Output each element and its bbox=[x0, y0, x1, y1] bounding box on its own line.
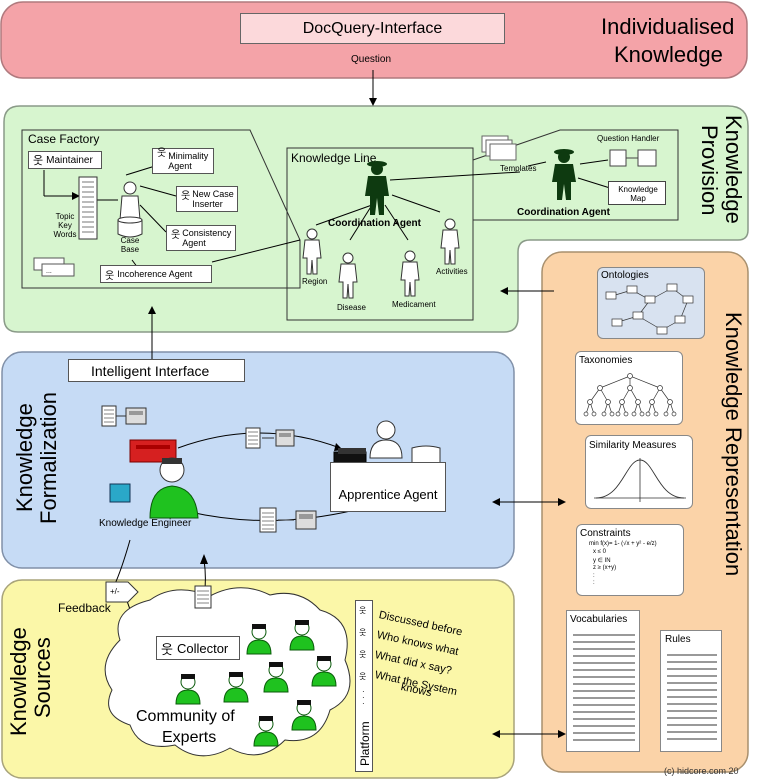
knowledge-sources-title-2: Sources bbox=[30, 637, 55, 718]
experts-group-icon bbox=[175, 620, 337, 747]
topic-list-icon bbox=[78, 176, 98, 240]
docquery-interface-box[interactable]: DocQuery-Interface bbox=[240, 13, 505, 44]
coordination-agent-2-label: Coordination Agent bbox=[517, 207, 610, 218]
ontologies-box[interactable]: Ontologies bbox=[597, 267, 705, 339]
case-base-agent-icon bbox=[117, 181, 143, 238]
constraint-line-1: min f(x)= 1- (√x + y² - e/z) bbox=[589, 541, 657, 547]
question-handler-frame bbox=[472, 129, 679, 221]
coordination-agent-icon bbox=[365, 161, 389, 215]
stick-figure-icon: 웃 bbox=[157, 148, 167, 159]
question-handler-label: Question Handler bbox=[597, 134, 660, 143]
activities-label: Activities bbox=[436, 267, 468, 276]
knowledge-line-title: Knowledge Line bbox=[291, 151, 377, 165]
consistency-agent-box[interactable]: 웃 Consistency Agent bbox=[166, 225, 236, 251]
minimality-agent-box[interactable]: 웃 Minimality Agent bbox=[152, 148, 214, 174]
copyright-label: (c) hidcore.com 20 bbox=[664, 766, 739, 776]
plus-minus-label: +/- bbox=[110, 587, 120, 596]
ellipsis-icon: ··· bbox=[362, 687, 365, 708]
apprentice-agent-box[interactable]: Apprentice Agent bbox=[330, 462, 446, 512]
document-exchange-bottom-icon bbox=[259, 507, 317, 533]
individualised-knowledge-title-1: Individualised bbox=[601, 14, 735, 39]
constraint-line-2: x ≤ 0 bbox=[593, 549, 606, 555]
constraint-line-5: : bbox=[593, 573, 595, 579]
disease-label: Disease bbox=[337, 303, 366, 312]
knowledge-line-frame bbox=[286, 147, 474, 321]
vocabularies-box[interactable]: Vocabularies bbox=[566, 610, 640, 752]
knowledge-formalization-panel bbox=[1, 351, 515, 569]
stacked-windows-icon: ... bbox=[33, 257, 75, 277]
feedback-document-icon bbox=[194, 585, 212, 609]
case-base-label: Case Base bbox=[120, 236, 140, 254]
rules-lines-icon bbox=[667, 654, 717, 740]
stick-figure-icon: 웃 bbox=[171, 230, 181, 241]
community-label-2: Experts bbox=[162, 729, 217, 746]
knowledge-engineer-icon bbox=[109, 439, 199, 519]
knowledge-formalization-title-1: Knowledge bbox=[12, 403, 37, 512]
coordination-agent-2-icon bbox=[552, 149, 576, 200]
constraint-line-3: y ∈ IN bbox=[593, 558, 611, 564]
plus-minus-tag-icon bbox=[105, 581, 139, 603]
docquery-interface-label: DocQuery-Interface bbox=[302, 19, 443, 37]
medicament-label: Medicament bbox=[392, 300, 436, 309]
ontology-graph-icon bbox=[605, 283, 694, 335]
knowledge-map-box[interactable]: Knowledge Map bbox=[608, 181, 666, 205]
new-case-inserter-box[interactable]: 웃 New Case Inserter bbox=[176, 186, 238, 212]
rules-box[interactable]: Rules bbox=[660, 630, 722, 752]
question-label: Question bbox=[351, 54, 392, 65]
knowledge-sources-title-1: Knowledge bbox=[6, 627, 31, 736]
templates-icon bbox=[481, 135, 517, 161]
stick-figure-icon: 웃 bbox=[161, 641, 173, 657]
constraints-box[interactable]: Constraints min f(x)= 1- (√x + y² - e/z)… bbox=[576, 524, 684, 596]
incoherence-agent-box[interactable]: 웃 Incoherence Agent bbox=[100, 265, 212, 283]
stick-figure-icon: 웃 bbox=[359, 672, 367, 681]
medicament-agent-icon bbox=[400, 250, 420, 297]
document-machine-icon bbox=[101, 405, 147, 427]
bell-curve-icon bbox=[594, 458, 686, 502]
similarity-measures-box[interactable]: Similarity Measures bbox=[585, 435, 693, 509]
case-factory-frame bbox=[21, 129, 301, 289]
feedback-label: Feedback bbox=[58, 601, 111, 615]
topic-key-words-label: Topic Key Words bbox=[53, 212, 77, 239]
question-handler-icon bbox=[609, 149, 657, 167]
community-label-1: Community of bbox=[136, 708, 235, 725]
vocabulary-lines-icon bbox=[573, 634, 635, 741]
svg-text:...: ... bbox=[46, 268, 52, 275]
knowledge-engineer-label: Knowledge Engineer bbox=[99, 518, 192, 529]
stick-figure-icon: 웃 bbox=[359, 606, 367, 615]
stick-figure-icon: 웃 bbox=[105, 270, 115, 282]
knowledge-representation-title: Knowledge Representation bbox=[721, 312, 746, 577]
taxonomy-tree-icon bbox=[583, 373, 677, 417]
stick-figure-icon: 웃 bbox=[181, 191, 191, 202]
stick-figure-icon: 웃 bbox=[33, 155, 44, 167]
case-factory-title: Case Factory bbox=[28, 132, 100, 146]
platform-bar[interactable]: 웃 웃 웃 웃 ··· bbox=[355, 600, 373, 772]
activities-agent-icon bbox=[440, 218, 460, 265]
region-agent-icon bbox=[302, 228, 322, 275]
disease-agent-icon bbox=[338, 252, 358, 299]
stick-figure-icon: 웃 bbox=[359, 628, 367, 637]
region-label: Region bbox=[302, 277, 328, 286]
platform-label: Platform bbox=[358, 721, 372, 766]
intelligent-interface-box[interactable]: Intelligent Interface bbox=[68, 359, 245, 382]
knowledge-formalization-title-2: Formalization bbox=[36, 391, 61, 524]
knowledge-provision-title-2: Provision bbox=[697, 125, 722, 216]
collector-box[interactable]: 웃 Collector bbox=[156, 636, 240, 660]
templates-label: Templates bbox=[500, 164, 537, 173]
maintainer-box[interactable]: 웃 Maintainer bbox=[28, 151, 102, 169]
stick-figure-icon: 웃 bbox=[359, 650, 367, 659]
constraint-line-6: : bbox=[593, 580, 595, 586]
coordination-agent-label: Coordination Agent bbox=[328, 218, 421, 229]
document-exchange-top-icon bbox=[245, 427, 295, 449]
constraint-line-4: z ≥ (x+y) bbox=[593, 565, 617, 571]
taxonomies-box[interactable]: Taxonomies bbox=[575, 351, 683, 425]
individualised-knowledge-title-2: Knowledge bbox=[614, 42, 723, 67]
knowledge-provision-title-1: Knowledge bbox=[721, 115, 746, 224]
